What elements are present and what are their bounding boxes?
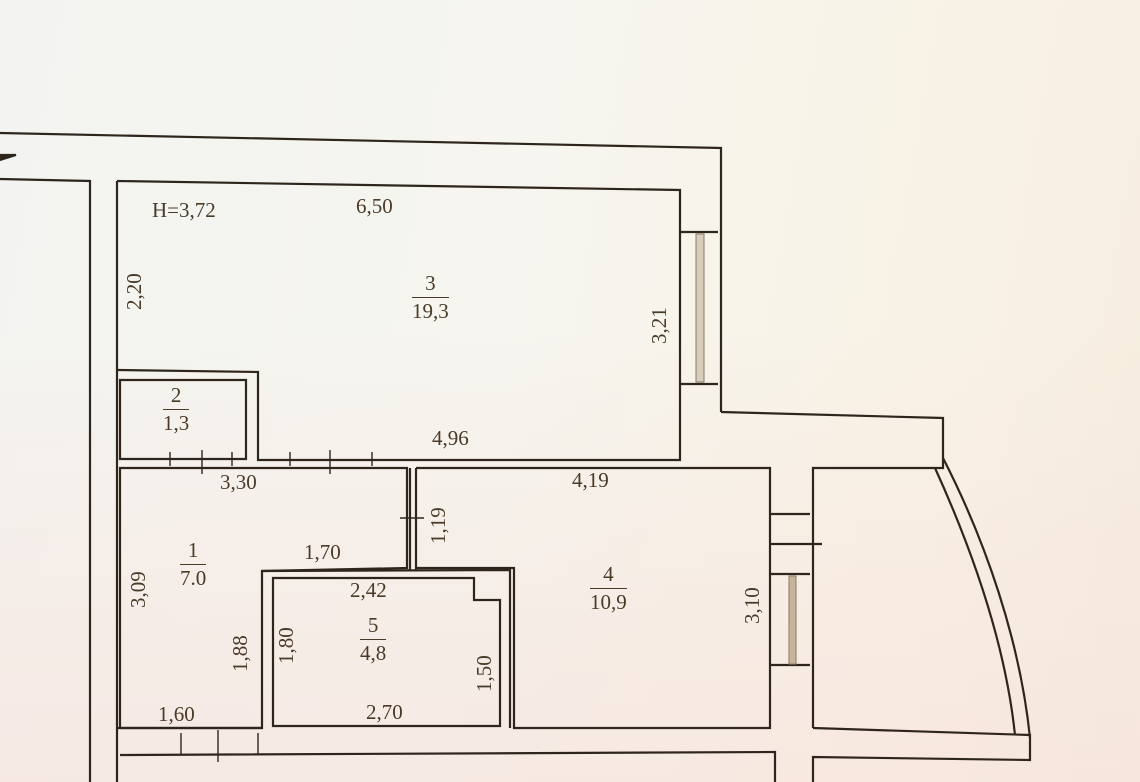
- room-area: 4,8: [360, 641, 387, 665]
- dim-room5-left: 1,80: [274, 627, 298, 664]
- balcony-wall: [720, 410, 945, 728]
- dim-room5-right: 1,50: [472, 655, 496, 692]
- room-number: 2: [163, 385, 190, 410]
- room5-outer-wall: [261, 568, 512, 728]
- dim-room1-bottom: 1,60: [158, 702, 195, 726]
- dim-room3-left: 2,20: [122, 273, 146, 310]
- corridor-bottom-wall: [117, 726, 777, 782]
- dim-room1-left: 3,09: [126, 571, 150, 608]
- room-4-label: 4 10,9: [590, 564, 627, 613]
- balcony-bottom: [811, 726, 1032, 782]
- room-number: 1: [180, 540, 207, 565]
- window-room4: [788, 575, 797, 665]
- room-5-label: 5 4,8: [360, 615, 387, 665]
- dim-room5-bottom: 2,70: [366, 700, 403, 724]
- room-area: 19,3: [412, 299, 449, 323]
- room-2-label: 2 1,3: [163, 385, 190, 435]
- window-room3: [695, 233, 705, 383]
- dim-room4-top: 4,19: [572, 468, 609, 492]
- dim-room3-top: 6,50: [356, 194, 393, 218]
- corridor-partition: [408, 468, 418, 570]
- dim-room5-top: 2,42: [350, 578, 387, 602]
- window-reveal-room3: [680, 230, 718, 386]
- dim-room3-right: 3,21: [647, 307, 671, 344]
- room-number: 3: [412, 273, 449, 298]
- room-area: 1,3: [163, 411, 190, 435]
- door-ticks: [169, 450, 424, 762]
- room-area: 7.0: [180, 566, 207, 590]
- dim-corridor-wall: 1,19: [426, 507, 450, 544]
- dim-room1-right-lower: 1,88: [228, 635, 252, 672]
- dim-room1-top: 3,30: [220, 470, 257, 494]
- room-number: 5: [360, 615, 387, 640]
- room5-outline: [271, 576, 502, 728]
- north-arrow-icon: [0, 153, 17, 162]
- room-1-label: 1 7.0: [180, 540, 207, 590]
- dim-room3-bottom: 4,96: [432, 426, 469, 450]
- room-3-label: 3 19,3: [412, 273, 449, 322]
- outer-wall-top: [0, 131, 723, 412]
- room-number: 4: [590, 564, 627, 589]
- window-reveal-room4: [770, 512, 822, 667]
- dim-room1-inner: 1,70: [304, 540, 341, 564]
- room2-outline: [118, 378, 248, 461]
- balcony-arc-inner: [933, 467, 1017, 736]
- room4-outline: [416, 466, 772, 730]
- paper-tint: [0, 330, 1140, 782]
- balcony-arc-outer: [942, 457, 1032, 739]
- left-column-wall: [0, 177, 92, 782]
- dim-room4-right: 3,10: [740, 587, 764, 624]
- ceiling-height-label: H=3,72: [152, 198, 216, 222]
- room3-outline: [116, 179, 682, 462]
- room-area: 10,9: [590, 590, 627, 614]
